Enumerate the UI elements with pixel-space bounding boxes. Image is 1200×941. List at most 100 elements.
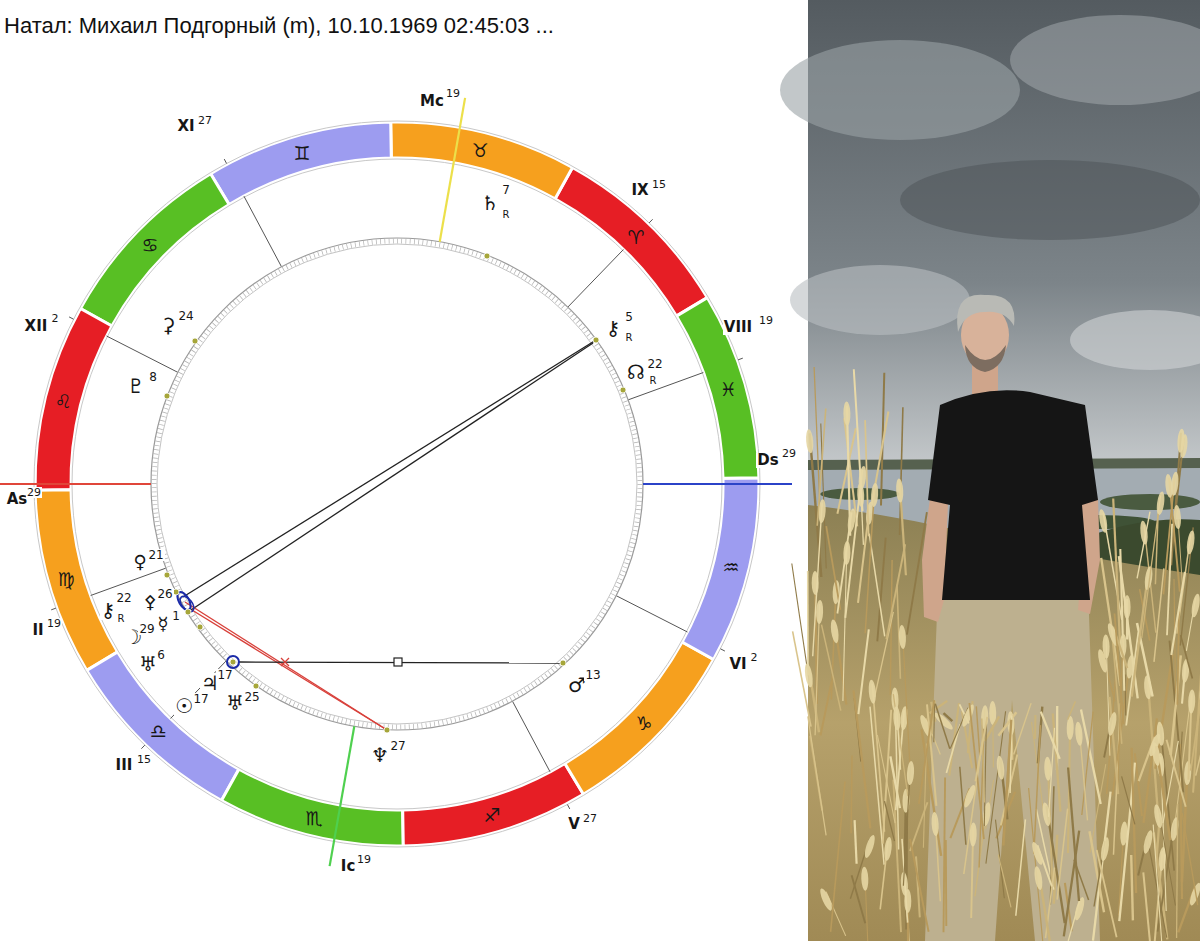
house-degree: 29 <box>26 487 42 498</box>
planet-glyph: ☉ <box>174 696 194 716</box>
planet-glyph: ♅ <box>225 693 245 713</box>
grass-stalk <box>1170 641 1184 793</box>
aspect-lines <box>175 340 596 730</box>
degree-ticks <box>154 241 640 727</box>
grass-seed-head <box>1106 622 1120 647</box>
house-cusp-tick <box>224 159 226 163</box>
grass-stalk <box>850 755 852 833</box>
grass-stalk <box>1171 572 1185 655</box>
planet-point <box>164 393 170 399</box>
grass-seed-head <box>969 822 977 846</box>
zodiac-band <box>676 298 759 479</box>
planet-degree: 22 <box>115 592 132 604</box>
ring-outline <box>72 159 722 809</box>
island <box>1100 494 1200 510</box>
planet-glyph: ⚳ <box>160 315 177 335</box>
aspect-line <box>192 610 387 730</box>
grass-stalk <box>855 820 857 864</box>
grass-stalk <box>1182 813 1198 905</box>
grass-stalk <box>1115 614 1124 725</box>
grass-stalk <box>893 694 908 796</box>
sign-glyph: ♋ <box>142 236 159 255</box>
midheaven-line <box>440 98 465 242</box>
grass-seed-head <box>1098 509 1109 534</box>
zodiac-band <box>35 309 112 491</box>
sign-glyph: ♍ <box>58 570 75 589</box>
grass-stalk <box>1181 635 1193 678</box>
zodiac-band <box>80 174 229 326</box>
cloud <box>1010 15 1200 105</box>
planet-point <box>185 609 191 615</box>
grass-seed-head <box>982 802 992 827</box>
square-aspect-mark <box>394 658 402 666</box>
planet-point <box>560 660 566 666</box>
grass-stalk <box>792 564 809 681</box>
grass-seed-head <box>1186 530 1196 555</box>
planet-point <box>384 727 390 733</box>
grass-seed-head <box>868 679 877 703</box>
grass-stalk <box>999 712 1017 735</box>
planet-glyph: ⚷ <box>605 318 622 338</box>
grass-stalk <box>852 875 866 923</box>
house-cusp-tick <box>649 219 652 223</box>
grass-seed-head <box>883 837 893 862</box>
planet-point <box>164 572 170 578</box>
cloud <box>790 265 970 335</box>
sign-glyph: ♊ <box>294 144 311 163</box>
grass-stalk <box>837 428 856 514</box>
cloud <box>780 40 1020 140</box>
grass-stalk <box>1068 768 1079 902</box>
house-label: V <box>567 817 581 832</box>
planet-glyph: ⚴ <box>142 593 157 611</box>
aspect-line <box>183 340 596 597</box>
grass-seed-head <box>1173 505 1182 529</box>
grass-stalk <box>826 526 840 610</box>
grass-stalk <box>1155 514 1158 584</box>
house-degree: 19 <box>445 88 461 99</box>
grass-stalk <box>902 629 911 783</box>
grass-stalk <box>960 767 966 845</box>
house-cusp-tick <box>567 805 569 809</box>
descendant-line <box>643 483 792 485</box>
planet-glyph: ♇ <box>126 376 146 396</box>
grass-stalk <box>1137 512 1150 579</box>
grass-stalk <box>813 503 822 656</box>
grass-stalk <box>854 369 863 511</box>
planet-degree: 17 <box>192 693 209 705</box>
planet-degree: 24 <box>177 310 194 322</box>
grass-seed-head <box>1164 474 1173 499</box>
grass-stalk <box>890 756 900 808</box>
grass-seed-head <box>816 600 824 624</box>
zodiac-band <box>565 642 714 794</box>
house-cusp <box>512 701 550 772</box>
grass-seed-head <box>1107 711 1119 736</box>
trousers <box>925 585 1100 941</box>
grass-seed-head <box>1074 721 1083 746</box>
retrograde-mark: R <box>502 210 511 220</box>
house-label: VI <box>728 657 747 672</box>
grass-stalk <box>872 684 884 832</box>
grass-stalk <box>877 538 885 642</box>
ascendant-line <box>0 483 151 485</box>
grass-stalk <box>890 560 892 695</box>
grass-stalk <box>1068 701 1076 719</box>
grass-seed-head <box>931 812 939 836</box>
grass-stalk <box>1177 612 1179 705</box>
planet-point <box>192 338 198 344</box>
grass-stalk <box>807 571 809 675</box>
grass-stalk <box>1171 655 1181 755</box>
grass-seed-head <box>895 478 904 502</box>
house-cusp-tick <box>141 745 144 749</box>
grass-stalk <box>886 544 905 639</box>
house-label: As <box>6 492 29 507</box>
grass-stalk <box>1122 776 1135 824</box>
house-label: III <box>115 758 134 773</box>
house-label: Ic <box>340 859 356 874</box>
grass-stalk <box>1034 725 1041 854</box>
grass-stalk <box>1049 728 1055 817</box>
sign-glyph: ♓ <box>720 380 737 399</box>
grass-stalk <box>858 629 868 714</box>
planet-degree: 21 <box>147 549 164 561</box>
grass-stalk <box>1167 524 1172 635</box>
